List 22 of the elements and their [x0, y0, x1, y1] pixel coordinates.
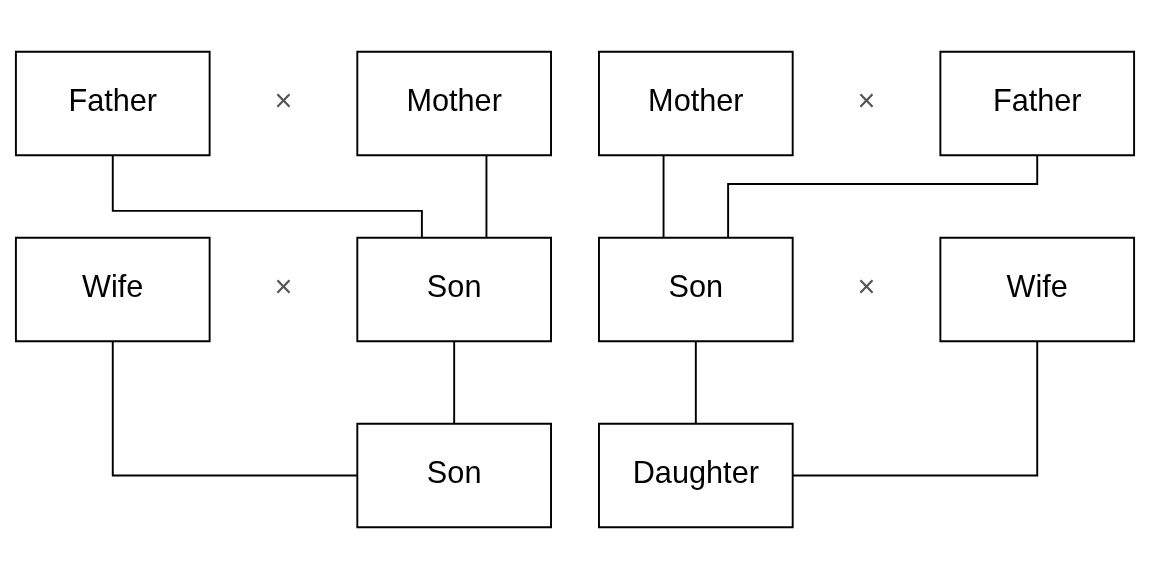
connector: [453, 339, 456, 424]
node-box: Son: [356, 236, 552, 342]
node-box: Mother: [356, 50, 552, 156]
connector: [485, 153, 488, 238]
node-box: Son: [356, 422, 552, 528]
node-box: Daughter: [598, 422, 794, 528]
node-box: Father: [939, 50, 1136, 156]
node-box: Wife: [14, 236, 211, 342]
label: ×: [857, 82, 876, 118]
label: ×: [274, 82, 293, 118]
connector: [791, 339, 1039, 476]
connector: [727, 154, 1039, 238]
connector: [111, 339, 359, 476]
label: ×: [857, 268, 876, 304]
node-box: Father: [14, 50, 211, 156]
connector: [111, 153, 423, 238]
node-box: Mother: [598, 50, 794, 156]
node-box: Wife: [939, 236, 1136, 342]
node-box: Son: [598, 236, 794, 342]
connector: [694, 339, 697, 424]
connector: [662, 153, 665, 238]
label: ×: [274, 268, 293, 304]
